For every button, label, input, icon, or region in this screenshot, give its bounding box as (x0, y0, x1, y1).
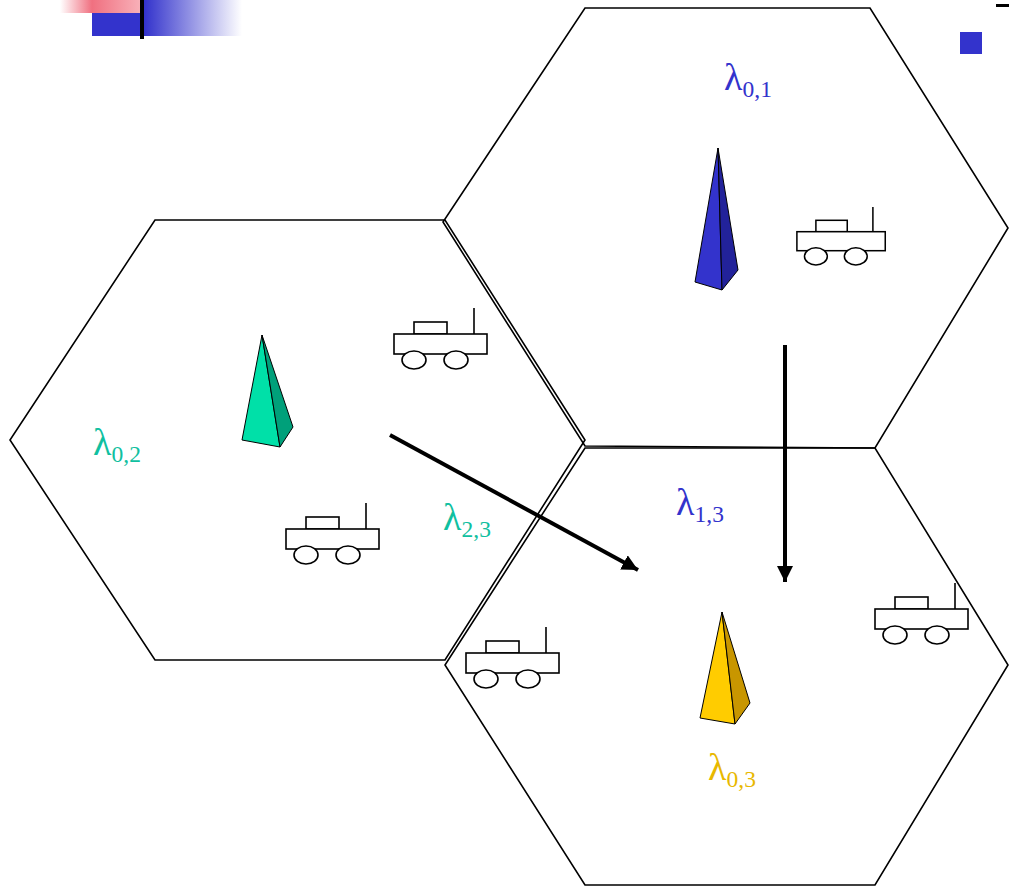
rate-label: λ0,1 (724, 58, 772, 102)
rate-label: λ1,3 (676, 483, 724, 527)
hexagon-border (443, 8, 1008, 448)
logo-line (140, 0, 144, 39)
rate-label: λ2,3 (443, 498, 491, 542)
vehicle-icon (286, 503, 379, 564)
logo-bar (60, 0, 140, 13)
vehicle-icon (875, 583, 968, 644)
rate-label: λ0,3 (708, 748, 756, 792)
cell-hexagon: λ1,3 λ0,3 (445, 448, 1009, 885)
hexagon-border (445, 448, 1008, 885)
tower-blue (695, 148, 738, 290)
vehicle-icon (797, 207, 885, 265)
cell-hexagon: λ0,2 λ2,3 (10, 220, 585, 660)
handoff-arrow (390, 435, 638, 570)
rate-label: λ0,2 (93, 423, 141, 467)
hexagon-outline (445, 448, 1009, 885)
cut-off-mark (996, 4, 1009, 7)
tower-teal (242, 335, 293, 447)
hexagon-border (10, 220, 585, 660)
cell-hexagon: λ0,1 (443, 8, 1009, 448)
vehicle-icon (394, 308, 487, 369)
tower-yellow (700, 612, 750, 724)
vehicle-icon (466, 627, 559, 688)
handoff-arrow (783, 345, 787, 582)
bullet-square (960, 32, 982, 54)
